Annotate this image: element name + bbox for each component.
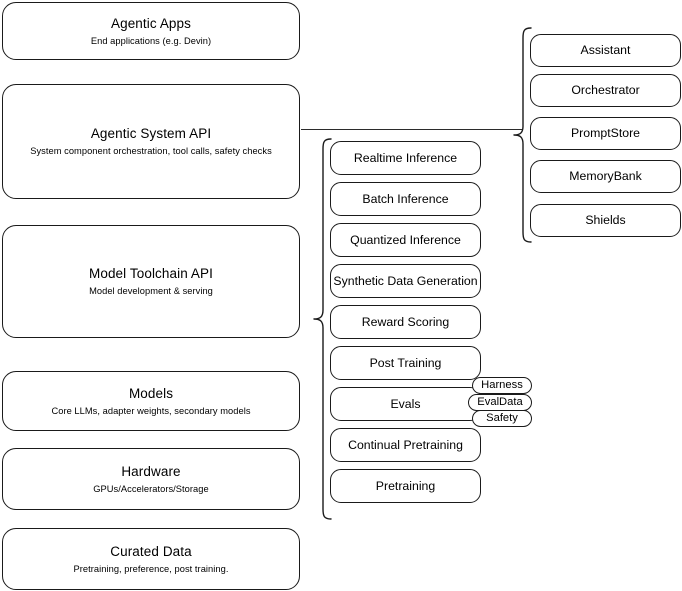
layer-title: Model Toolchain API (89, 266, 213, 281)
evals-pill-evaldata[interactable]: EvalData (468, 394, 532, 411)
toolchain-box-reward-scoring[interactable]: Reward Scoring (330, 305, 481, 339)
stack-layer-models[interactable]: Models Core LLMs, adapter weights, secon… (2, 371, 300, 431)
system-box-shields[interactable]: Shields (530, 204, 681, 237)
layer-title: Models (128, 385, 174, 401)
layer-title: Curated Data (110, 543, 192, 559)
evals-pill-safety[interactable]: Safety (472, 410, 532, 427)
toolchain-label: Quantized Inference (350, 232, 461, 247)
toolchain-label: Realtime Inference (353, 150, 458, 165)
toolchain-label: Continual Pretraining (348, 437, 463, 452)
layer-subtitle: Core LLMs, adapter weights, secondary mo… (51, 405, 251, 416)
layer-subtitle: System component orchestration, tool cal… (30, 146, 272, 156)
system-label: MemoryBank (569, 169, 642, 183)
toolchain-label: Synthetic Data Generation (333, 273, 478, 288)
toolchain-box-continual-pretraining[interactable]: Continual Pretraining (330, 428, 481, 462)
toolchain-label: Batch Inference (362, 191, 449, 206)
stack-layer-agentic-apps[interactable]: Agentic Apps End applications (e.g. Devi… (2, 2, 300, 60)
toolchain-box-pretraining[interactable]: Pretraining (330, 469, 481, 503)
toolchain-label: Post Training (369, 355, 442, 370)
stack-layer-hardware[interactable]: Hardware GPUs/Accelerators/Storage (2, 448, 300, 510)
system-label: Shields (585, 213, 626, 227)
stack-layer-agentic-system-api[interactable]: Agentic System API System component orch… (2, 84, 300, 199)
evals-pill-label: Safety (486, 412, 518, 424)
connector-system-api-to-components (301, 129, 523, 131)
layer-title: Agentic System API (90, 126, 212, 141)
toolchain-box-evals[interactable]: Evals (330, 387, 481, 421)
toolchain-box-post-training[interactable]: Post Training (330, 346, 481, 380)
toolchain-label: Pretraining (375, 478, 436, 493)
system-label: Orchestrator (571, 83, 640, 97)
layer-subtitle: End applications (e.g. Devin) (90, 35, 212, 46)
layer-subtitle: Model development & serving (89, 286, 213, 296)
system-box-orchestrator[interactable]: Orchestrator (530, 74, 681, 107)
system-box-memorybank[interactable]: MemoryBank (530, 160, 681, 193)
layer-subtitle: Pretraining, preference, post training. (73, 563, 229, 574)
layer-title: Agentic Apps (110, 15, 191, 31)
system-label: PromptStore (570, 126, 641, 140)
toolchain-label: Reward Scoring (361, 314, 450, 329)
system-label: Assistant (580, 43, 631, 57)
toolchain-box-realtime-inference[interactable]: Realtime Inference (330, 141, 481, 175)
evals-pill-label: Harness (481, 379, 523, 391)
toolchain-box-quantized-inference[interactable]: Quantized Inference (330, 223, 481, 257)
toolchain-box-synthetic-data-generation[interactable]: Synthetic Data Generation (330, 264, 481, 298)
layer-title: Hardware (121, 463, 181, 479)
evals-pill-label: EvalData (477, 396, 523, 408)
stack-layer-curated-data[interactable]: Curated Data Pretraining, preference, po… (2, 528, 300, 590)
system-box-assistant[interactable]: Assistant (530, 34, 681, 67)
system-box-promptstore[interactable]: PromptStore (530, 117, 681, 150)
evals-pill-harness[interactable]: Harness (472, 377, 532, 394)
layer-subtitle: GPUs/Accelerators/Storage (93, 483, 209, 494)
toolchain-label: Evals (390, 396, 421, 411)
stack-layer-model-toolchain-api[interactable]: Model Toolchain API Model development & … (2, 225, 300, 338)
toolchain-box-batch-inference[interactable]: Batch Inference (330, 182, 481, 216)
